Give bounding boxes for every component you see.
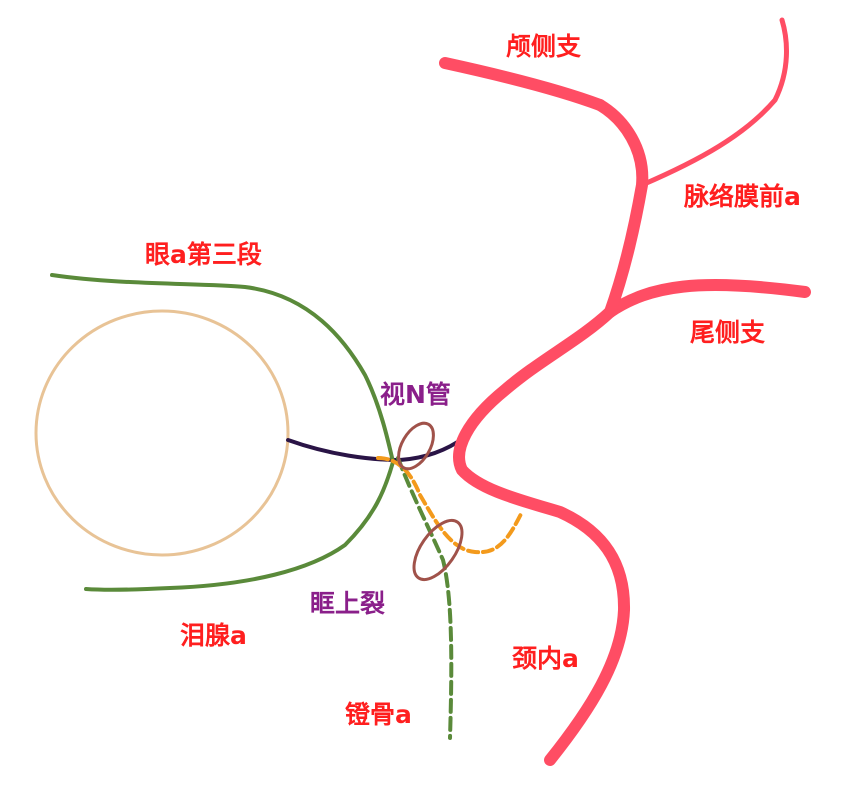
eye-globe	[34, 309, 290, 557]
internal-carotid-main-trunk	[453, 306, 631, 766]
label-lacrimal-artery: 泪腺a	[180, 621, 247, 650]
ophthalmic-artery-third-segment-line	[50, 273, 395, 464]
label-internal-carotid: 颈内a	[512, 644, 579, 673]
superior-orbital-fissure-outline	[412, 518, 464, 582]
label-temporal-branch: 颅侧支	[506, 32, 581, 61]
label-ophthalmic-third-segment: 眼a第三段	[145, 240, 262, 269]
temporal-branch-line	[439, 57, 606, 111]
caudal-branch-line	[604, 278, 811, 318]
temporal-branch-trunk	[594, 99, 649, 318]
lacrimal-artery-line	[84, 460, 395, 592]
orange-dashed-vessel	[376, 456, 524, 555]
optic-nerve-line	[286, 435, 467, 463]
label-superior-orbital-fissure: 眶上裂	[310, 589, 385, 618]
label-caudal-branch: 尾侧支	[690, 318, 765, 347]
label-anterior-choroidal: 脉络膜前a	[683, 182, 801, 211]
label-stapedial-artery: 镫骨a	[345, 700, 412, 729]
optic-canal-outline	[397, 421, 435, 471]
anterior-choroidal-line	[639, 17, 789, 188]
label-optic-canal: 视N管	[380, 380, 451, 409]
stapedial-artery-dashed-line	[396, 456, 454, 740]
